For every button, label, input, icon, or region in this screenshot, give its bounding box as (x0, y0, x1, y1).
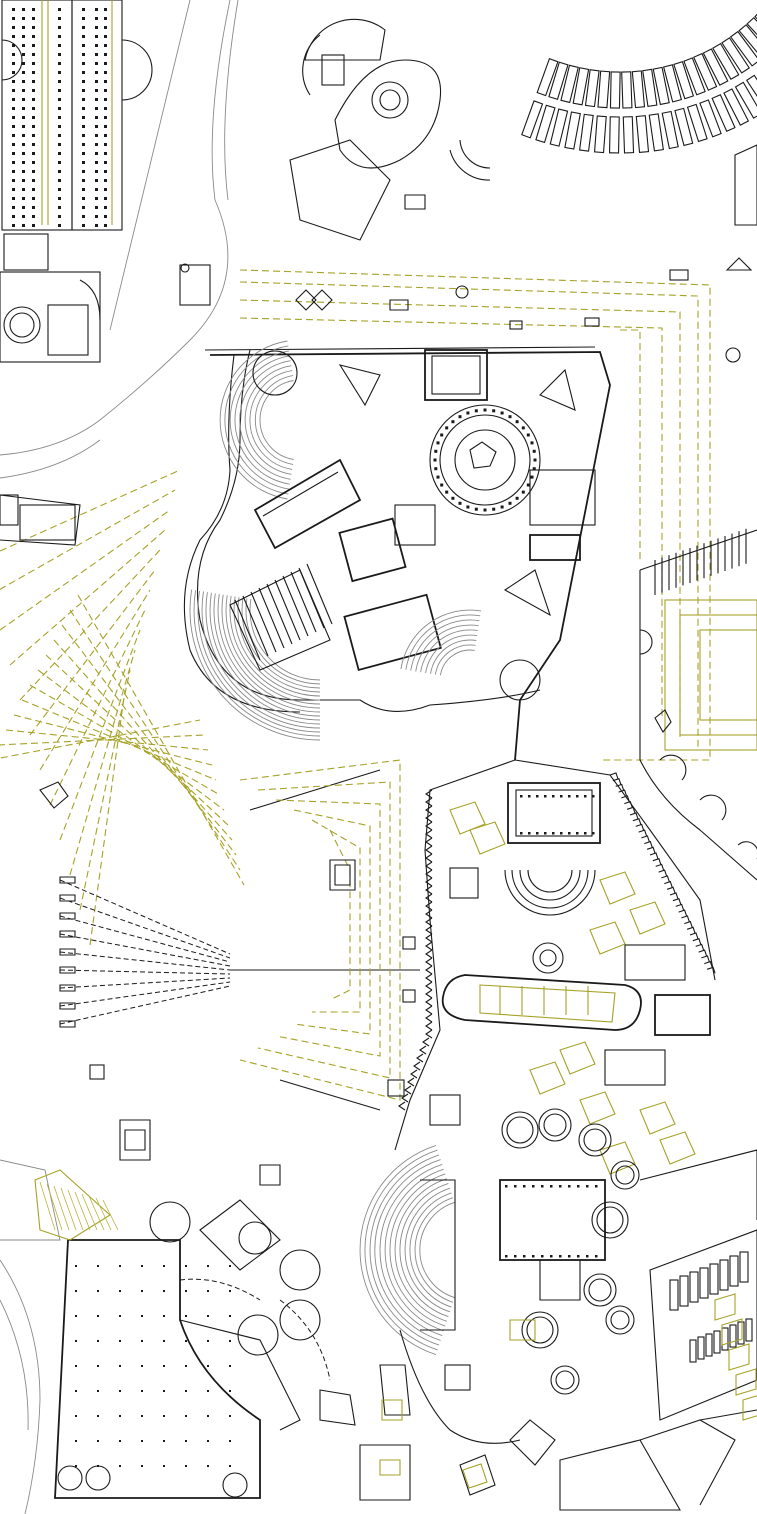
scattered-structures (179, 263, 689, 330)
avenue-lines (0, 0, 239, 479)
east-garden-court (639, 528, 757, 881)
northeast-radial-blocks (449, 9, 757, 363)
west-garden-parterre (0, 469, 245, 946)
fan-alleys (59, 759, 420, 1111)
north-circular-building (289, 18, 442, 241)
south-theatre (359, 1094, 521, 1501)
south-central-buildings (394, 759, 716, 1175)
southwest-complex (0, 1119, 356, 1514)
northwest-galleries (0, 0, 153, 363)
southeast-thermae (499, 1108, 757, 1511)
central-complex (183, 340, 611, 761)
